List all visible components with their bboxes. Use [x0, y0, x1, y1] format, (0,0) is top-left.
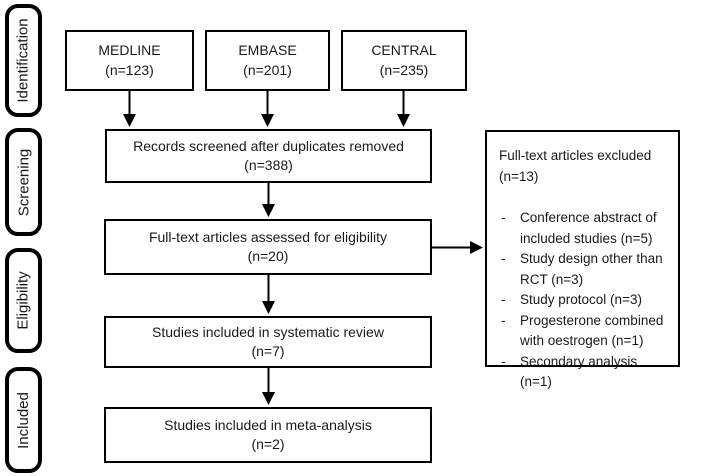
excluded-item: - Progesterone combined with oestrogen (…	[499, 311, 672, 352]
bullet-dash: -	[501, 292, 506, 308]
stage-eligibility-label: Eligibility	[15, 271, 33, 330]
stage-included: Included	[5, 367, 42, 473]
source-count: (n=123)	[105, 61, 154, 78]
stage-eligibility: Eligibility	[5, 248, 42, 353]
source-box-embase: EMBASE (n=201)	[205, 30, 330, 91]
source-count: (n=235)	[379, 61, 429, 78]
step-count: (n=7)	[251, 343, 285, 359]
stage-included-label: Included	[15, 391, 32, 449]
excluded-item: - Study design other than RCT (n=3)	[499, 249, 672, 290]
excluded-item-text: Study design other than RCT (n=3)	[520, 251, 663, 287]
step-box-systematic-review: Studies included in systematic review (n…	[104, 316, 432, 368]
step-box-meta-analysis: Studies included in meta-analysis (n=2)	[104, 407, 432, 463]
stage-identification: Identification	[5, 4, 42, 117]
excluded-item: - Secondary analysis (n=1)	[499, 352, 672, 393]
excluded-item-text: Progesterone combined with oestrogen (n=…	[520, 312, 664, 349]
step-label: Full-text articles assessed for eligibil…	[148, 228, 388, 245]
step-box-fulltext-assessed: Full-text articles assessed for eligibil…	[104, 219, 432, 275]
source-name: EMBASE	[238, 42, 297, 59]
bullet-dash: -	[501, 353, 506, 369]
stage-screening: Screening	[5, 128, 42, 236]
excluded-item: - Study protocol (n=3)	[499, 290, 672, 311]
excluded-box: Full-text articles excluded (n=13) - Con…	[485, 130, 680, 389]
source-count: (n=201)	[243, 61, 292, 78]
step-box-records-screened: Records screened after duplicates remove…	[105, 129, 432, 183]
step-count: (n=20)	[247, 248, 289, 264]
excluded-item-text: Study protocol (n=3)	[520, 292, 642, 308]
excluded-item-text: Conference abstract of included studies …	[520, 210, 657, 246]
stage-screening-label: Screening	[15, 148, 33, 216]
step-count: (n=388)	[244, 157, 293, 173]
source-box-medline: MEDLINE (n=123)	[65, 30, 194, 91]
source-box-central: CENTRAL (n=235)	[341, 30, 467, 91]
excluded-title: Full-text articles excluded	[499, 148, 652, 163]
step-label: Studies included in meta-analysis	[164, 416, 372, 433]
step-count: (n=2)	[251, 436, 285, 452]
excluded-list: - Conference abstract of included studie…	[499, 208, 672, 393]
step-label: Records screened after duplicates remove…	[133, 137, 404, 154]
source-name: CENTRAL	[371, 42, 437, 59]
excluded-count: (n=13)	[499, 168, 539, 184]
source-name: MEDLINE	[98, 42, 161, 59]
excluded-item-text: Secondary analysis (n=1)	[520, 353, 638, 390]
step-label: Studies included in systematic review	[152, 323, 384, 340]
bullet-dash: -	[501, 210, 506, 226]
bullet-dash: -	[501, 312, 506, 328]
bullet-dash: -	[501, 251, 506, 267]
excluded-item: - Conference abstract of included studie…	[499, 208, 672, 249]
stage-identification-label: Identification	[15, 18, 33, 103]
